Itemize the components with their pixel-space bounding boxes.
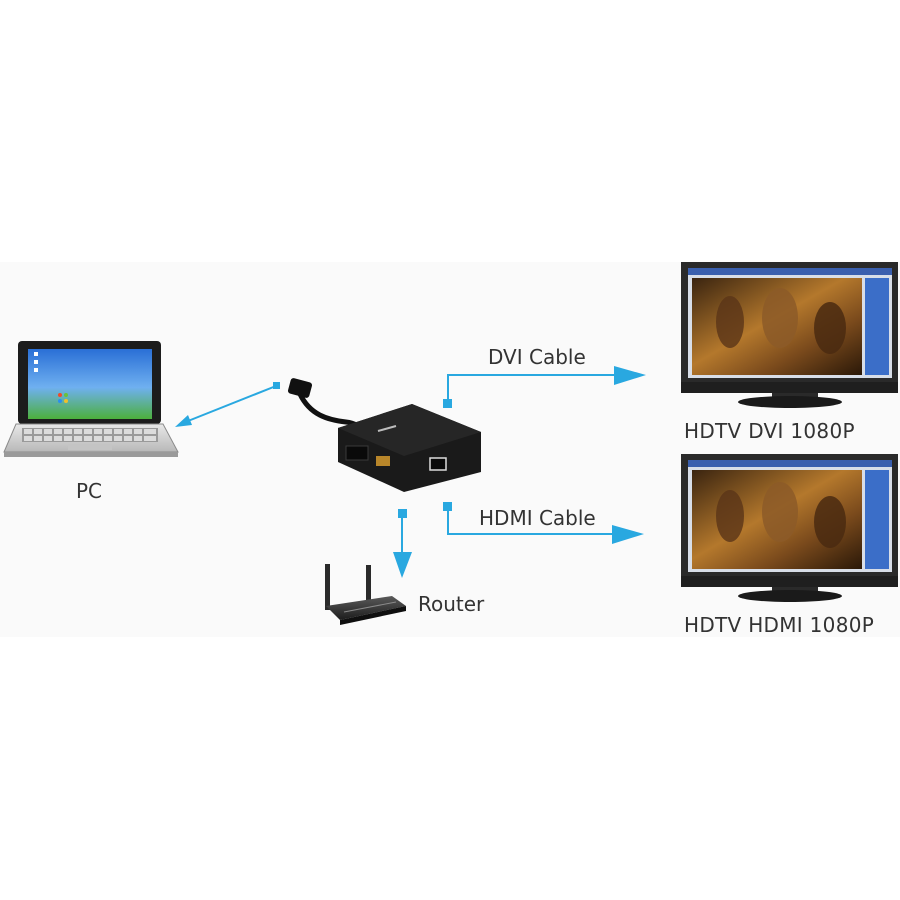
dvi-cable-label: DVI Cable: [488, 345, 586, 369]
usb-to-pc-arrow: [175, 382, 280, 427]
hdmi-cable-label: HDMI Cable: [479, 506, 596, 530]
tv-dvi-icon: [681, 262, 898, 408]
router-arrow: [393, 509, 412, 578]
tv-hdmi-icon: [681, 454, 898, 602]
tv-hdmi-label: HDTV HDMI 1080P: [684, 613, 875, 637]
pc-label: PC: [76, 479, 103, 503]
multi-display-adapter-icon: [338, 404, 481, 492]
tv-dvi-label: HDTV DVI 1080P: [684, 419, 855, 443]
dvi-cable-arrow: [443, 366, 646, 408]
hdmi-cable-arrow: [443, 502, 644, 544]
router-icon: [325, 564, 406, 625]
router-label: Router: [418, 592, 485, 616]
laptop-icon: [3, 341, 179, 457]
